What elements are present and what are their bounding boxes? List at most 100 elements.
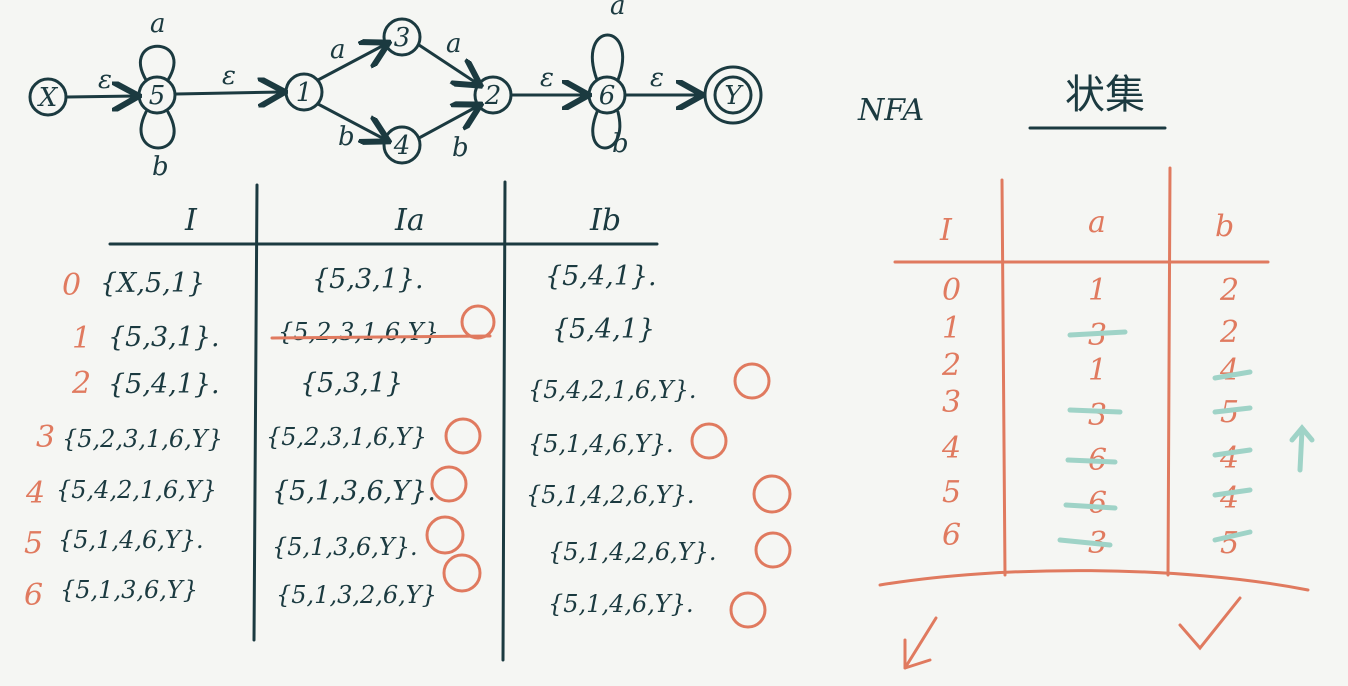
check-mark: [1178, 596, 1242, 651]
dfa-bottom-rule: [878, 569, 1310, 592]
dfa-cell-i: 1: [942, 311, 961, 346]
cell-i: {5,4,1}.: [108, 369, 220, 400]
row-num: 1: [72, 321, 91, 356]
edge-2-6-label: ε: [540, 63, 554, 93]
row-num: 6: [24, 578, 43, 613]
state-2-label: 2: [484, 81, 502, 111]
row-num: 3: [36, 420, 55, 455]
dfa-cell-b: 5: [1220, 526, 1239, 561]
cell-ib: {5,1,4,6,Y}.: [528, 430, 674, 458]
state-4-label: 4: [393, 131, 411, 161]
cell-ib: {5,4,2,1,6,Y}.: [528, 376, 697, 404]
circle-mark: [754, 531, 792, 569]
row-num: 2: [71, 366, 91, 401]
row-num: 4: [25, 476, 45, 511]
dfa-header-b: b: [1215, 209, 1234, 244]
loop-6-b: [591, 110, 622, 150]
nfa-label: NFA: [857, 93, 924, 128]
cell-i: {5,4,2,1,6,Y}: [56, 476, 217, 504]
edge-6-y-label: ε: [650, 63, 664, 93]
loop-5-a: [138, 44, 176, 82]
cell-ib: {5,4,1}.: [545, 261, 657, 292]
dfa-cell-a: 6: [1088, 486, 1107, 521]
dfa-cell-b: 4: [1219, 481, 1239, 516]
dfa-cell-i: 0: [942, 273, 961, 308]
state-y-label: Y: [724, 81, 744, 111]
dfa-header-a: a: [1088, 205, 1106, 240]
dfa-cell-a: 3: [1088, 398, 1107, 433]
dfa-cell-i: 5: [942, 475, 961, 510]
circle-mark: [425, 515, 465, 555]
circle-mark: [752, 474, 792, 514]
cell-i: {X,5,1}: [100, 268, 205, 299]
cell-ib: {5,1,4,6,Y}.: [548, 590, 694, 618]
cell-ia: {5,3,1}.: [312, 264, 424, 295]
circle-mark: [442, 553, 482, 593]
dfa-header-i: I: [939, 213, 953, 248]
loop-6-a: [590, 33, 625, 82]
dfa-divider-1: [1000, 178, 1007, 577]
loop-6-b-label: b: [612, 129, 629, 159]
edge-3-2-label: a: [446, 29, 462, 59]
cell-ia: {5,2,3,1,6,Y}: [278, 318, 439, 346]
cell-ia: {5,2,3,1,6,Y}: [266, 423, 427, 451]
subset-table: I Ia Ib 0 1 2 3 4 5 6 {X,5,1} {5,3,1}. {…: [24, 180, 792, 662]
state-6-label: 6: [599, 81, 616, 111]
edge-1-3-label: a: [330, 35, 346, 65]
state-3-label: 3: [394, 23, 411, 53]
state-1-label: 1: [296, 78, 313, 108]
dfa-cell-a: 1: [1088, 273, 1107, 308]
state-5-label: 5: [149, 81, 166, 111]
dfa-cell-b: 4: [1219, 353, 1239, 388]
header-ia: Ia: [394, 203, 425, 238]
cell-ia: {5,1,3,6,Y}.: [272, 476, 436, 507]
cell-i: {5,3,1}.: [108, 322, 220, 353]
cell-ib: {5,1,4,2,6,Y}.: [548, 538, 717, 566]
cell-ib: {5,1,4,2,6,Y}.: [526, 481, 695, 509]
cell-ia: {5,1,3,6,Y}.: [272, 533, 418, 561]
header-i: I: [184, 203, 198, 238]
dfa-cell-b: 2: [1219, 315, 1239, 350]
table-divider-1: [252, 183, 259, 642]
cell-i: {5,1,3,6,Y}: [60, 576, 198, 604]
cell-i: {5,1,4,6,Y}.: [58, 526, 204, 554]
row-num: 0: [62, 268, 81, 303]
loop-5-b-label: b: [152, 152, 169, 182]
state-3: [382, 17, 422, 57]
edge-1-4: [316, 102, 386, 140]
header-ib: Ib: [589, 203, 621, 238]
edge-x-5: [65, 96, 136, 97]
state-y: [713, 75, 753, 115]
loop-6-a-label: a: [610, 0, 626, 21]
cell-ia: {5,1,3,2,6,Y}: [276, 581, 437, 609]
edge-4-2-label: b: [452, 133, 469, 163]
circle-mark: [729, 591, 767, 629]
circle-mark: [460, 304, 496, 340]
dfa-cell-b: 2: [1219, 273, 1239, 308]
dfa-cell-b: 4: [1219, 441, 1239, 476]
edge-4-2: [417, 106, 478, 140]
state-x-label: X: [37, 83, 59, 113]
loop-5-a-label: a: [150, 9, 166, 39]
dfa-table: NFA 状集 I a b 0 1 2 1 3 2 2 1 4 3 3 5 4 6…: [857, 72, 1315, 670]
table-divider-2: [501, 180, 507, 662]
edge-5-1-label: ε: [222, 61, 236, 91]
nfa-diagram: X 5 1 3 4 2 6 Y ε a b ε a b a b ε: [28, 0, 763, 182]
circle-mark: [430, 465, 468, 503]
teal-marks: [1057, 329, 1315, 548]
cell-ia: {5,3,1}: [300, 368, 403, 399]
edge-1-4-label: b: [338, 122, 355, 152]
down-left-arrow: [903, 616, 938, 670]
edge-1-3: [316, 44, 386, 82]
cell-i: {5,2,3,1,6,Y}: [62, 425, 223, 453]
loop-5-b: [139, 110, 176, 150]
dfa-cell-i: 4: [941, 431, 961, 466]
cell-ib: {5,4,1}: [552, 314, 655, 345]
dfa-cell-i: 6: [942, 518, 961, 553]
dfa-cell-i: 3: [942, 385, 961, 420]
circle-mark: [733, 362, 771, 400]
dfa-divider-2: [1166, 166, 1172, 577]
dfa-cell-a: 1: [1088, 353, 1107, 388]
circle-mark: [444, 417, 482, 455]
